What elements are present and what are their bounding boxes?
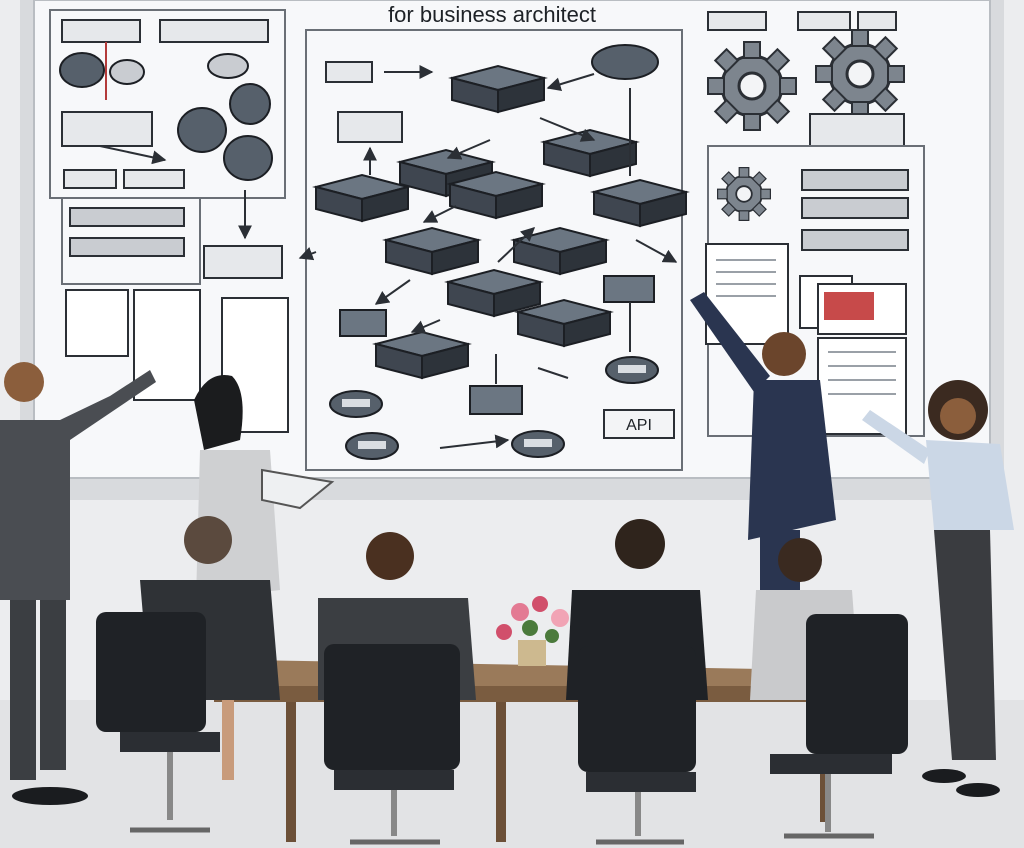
right-diagram-panel (705, 11, 925, 437)
person-standing-right (862, 380, 1014, 797)
api-box (603, 409, 675, 439)
board-title: for business architect (388, 2, 596, 27)
gear-icon (706, 40, 798, 132)
office-chair-4 (770, 614, 908, 839)
office-chair-2 (324, 644, 460, 845)
flower-vase (496, 596, 569, 666)
person-with-tablet (194, 375, 335, 780)
office-chair-1 (96, 612, 220, 833)
database-icon (605, 356, 659, 384)
gear-icon (814, 28, 906, 120)
person-standing-left (0, 362, 156, 805)
database-icon (511, 430, 565, 458)
database-icon (329, 390, 383, 418)
left-diagram-panel (49, 9, 286, 199)
gear-icon (716, 166, 772, 222)
center-flow-diagram: API (298, 29, 687, 471)
office-chair-3 (578, 646, 696, 845)
database-icon (345, 432, 399, 460)
left-lists-panel (61, 190, 289, 433)
api-label: API (626, 417, 652, 434)
